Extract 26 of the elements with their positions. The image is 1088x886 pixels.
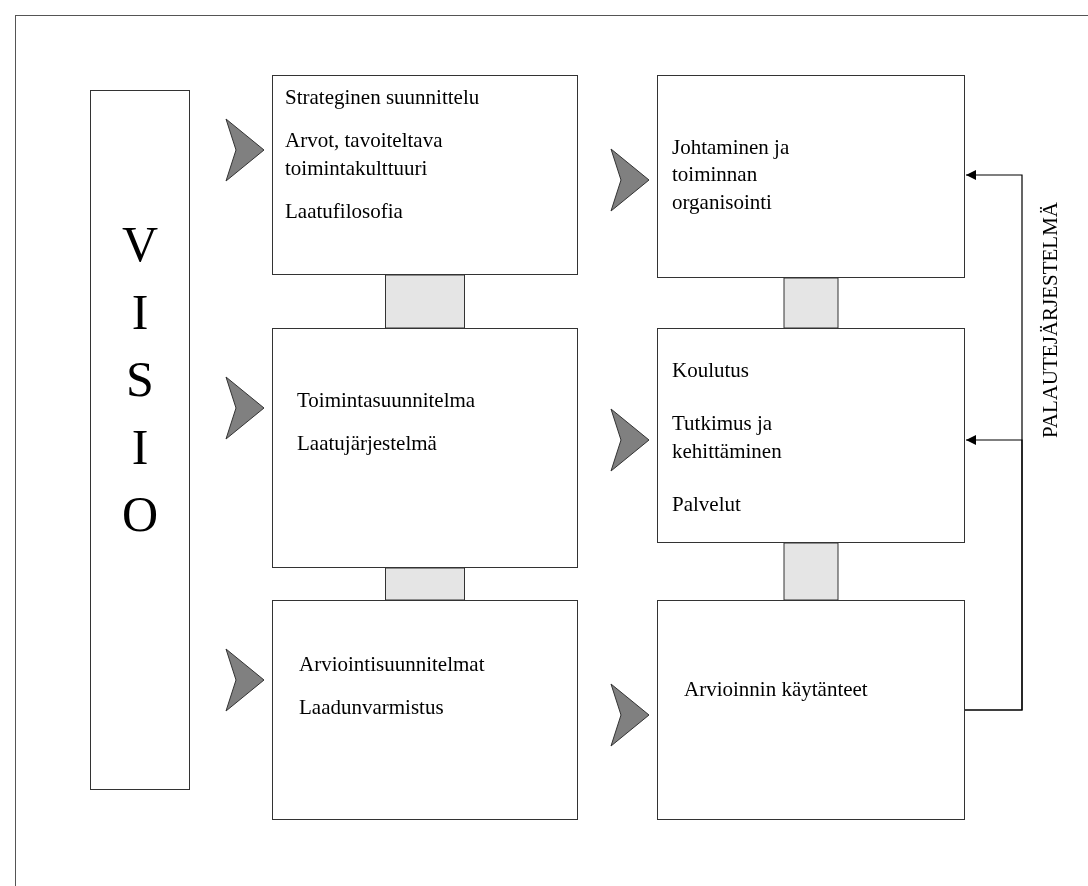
- box-text: Arviointisuunnitelmat: [299, 651, 486, 678]
- box-text: Arvot, tavoiteltava toimintakulttuuri: [285, 127, 444, 182]
- box-text: Laatufilosofia: [285, 197, 404, 225]
- vision-box: [90, 90, 190, 790]
- connector-bar: [783, 542, 839, 601]
- box-text: Tutkimus ja kehittäminen: [672, 410, 783, 465]
- feedback-arrow: [964, 435, 1023, 711]
- process-box: [657, 328, 965, 543]
- box-text: Arvioinnin käytänteet: [684, 676, 869, 703]
- process-box: [657, 75, 965, 278]
- box-text: Laadunvarmistus: [299, 694, 445, 722]
- box-text: Koulutus: [672, 357, 750, 384]
- process-box: [272, 75, 578, 275]
- box-text: Palvelut: [672, 490, 742, 518]
- box-text: Strateginen suunnittelu: [285, 84, 481, 111]
- connector-bar: [783, 277, 839, 329]
- box-text: Laatujärjestelmä: [297, 430, 438, 458]
- box-text: Johtaminen ja toiminnan organisointi: [672, 134, 791, 216]
- process-box: [657, 600, 965, 820]
- connector-bar: [385, 274, 465, 329]
- box-text: Toimintasuunnitelma: [297, 387, 477, 414]
- process-box: [272, 600, 578, 820]
- vertical-title: VISIO: [120, 215, 160, 545]
- vertical-label: PALAUTEJÄRJESTELMÄ: [1039, 201, 1061, 439]
- connector-bar: [385, 567, 465, 601]
- process-box: [272, 328, 578, 568]
